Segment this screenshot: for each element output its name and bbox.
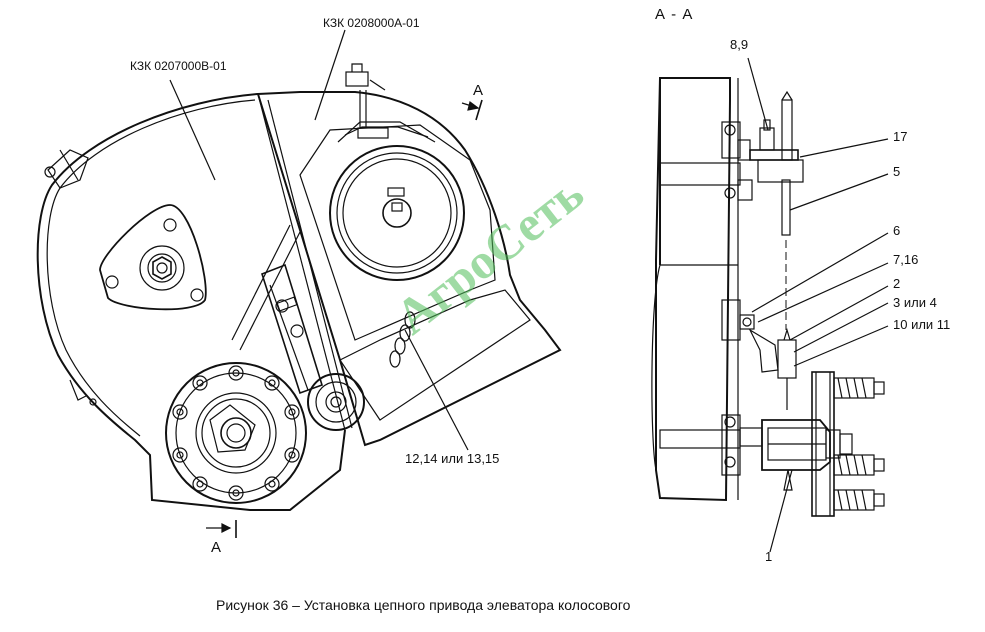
leader-3-4 (793, 302, 889, 353)
label-part-2: 2 (893, 276, 901, 291)
upper-bracket (721, 119, 804, 201)
left-guard-outline (36, 93, 346, 511)
housing-inner-panel-2 (339, 289, 531, 421)
label-part-17: 17 (893, 129, 908, 144)
figure-caption: Рисунок 36 – Установка цепного привода э… (216, 597, 631, 613)
label-part-10-11: 10 или 11 (893, 317, 951, 332)
leader-6 (751, 232, 889, 313)
sprocket-bolts (172, 365, 300, 501)
leader-1 (769, 469, 793, 553)
leader-7-16 (757, 262, 889, 323)
main-view (36, 29, 562, 538)
middle-bracket (721, 299, 797, 410)
section-view (651, 57, 889, 553)
chain (389, 311, 469, 451)
frame-wall (655, 77, 731, 502)
section-view-title: А - А (655, 6, 694, 23)
leader-left-assembly (169, 79, 216, 181)
leader-top-assembly (314, 29, 346, 121)
label-part-3-4: 3 или 4 (893, 295, 937, 310)
section-mark-bottom: А (211, 539, 223, 556)
guard-clip (69, 379, 87, 401)
spring-bolts (833, 377, 885, 511)
divider-line-3 (239, 231, 301, 351)
right-housing-outline (256, 91, 562, 447)
leader-5 (789, 173, 889, 211)
vertical-rod (781, 90, 793, 330)
tensioner-bracket (261, 263, 323, 395)
section-arrow-top (461, 99, 483, 121)
upper-beam (659, 162, 741, 186)
label-left-assembly: КЗК 0207000В-01 (130, 59, 227, 73)
left-guard-inner-edge (46, 99, 256, 437)
leader-17 (799, 138, 889, 158)
upper-sprocket (329, 63, 465, 281)
hitch-bracket (44, 149, 89, 189)
idler-roller (307, 373, 365, 431)
bottom-hub (721, 371, 885, 517)
label-part-1: 1 (765, 549, 773, 564)
label-part-5: 5 (893, 164, 901, 179)
label-chain-parts: 12,14 или 13,15 (405, 451, 500, 466)
label-part-7-16: 7,16 (893, 252, 919, 267)
leader-10-11 (793, 325, 889, 367)
divider-line-4 (231, 224, 291, 341)
section-arrow-bottom (206, 520, 237, 538)
lower-beam (659, 429, 741, 449)
drive-sprocket (165, 362, 307, 504)
leader-8-9 (747, 57, 769, 131)
label-part-6: 6 (893, 223, 901, 238)
section-mark-top: А (473, 82, 485, 99)
triangular-flange (99, 204, 207, 311)
label-part-8-9: 8,9 (730, 37, 749, 52)
leader-2 (789, 285, 889, 341)
label-top-assembly: КЗК 0208000А-01 (323, 16, 420, 30)
guard-rivet (89, 398, 97, 406)
